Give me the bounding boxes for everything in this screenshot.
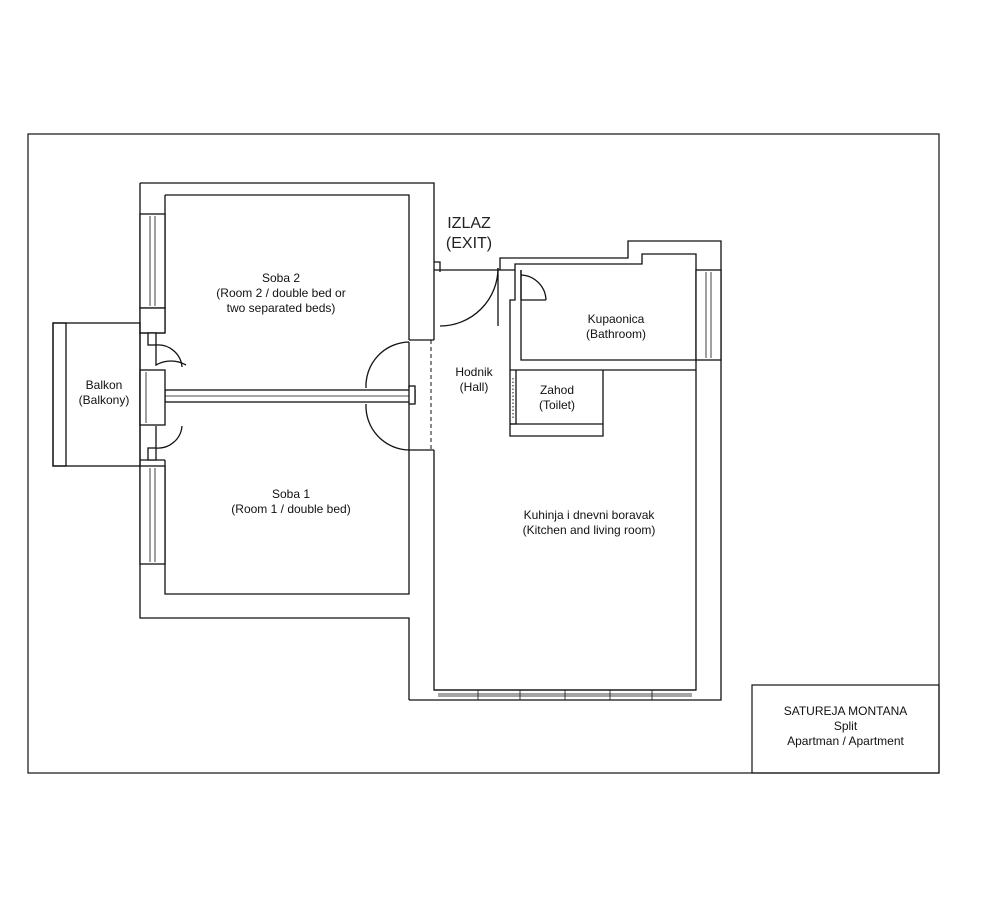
title-block-frame [751, 684, 940, 774]
room-desc-kupaonica: (Bathroom) [585, 327, 647, 341]
room-name-balkon: Balkon [85, 378, 123, 392]
exit-label-hr: IZLAZ [447, 215, 491, 232]
bedroom-walls [139, 182, 435, 700]
room-label-kupaonica: Kupaonica (Bathroom) [586, 312, 646, 342]
room-label-soba2: Soba 2 (Room 2 / double bed or two separ… [216, 271, 345, 316]
room-name-zahod: Zahod [539, 383, 575, 397]
balcony [52, 322, 141, 467]
room-desc-zahod: (Toilet) [538, 398, 576, 412]
exit-label: IZLAZ (EXIT) [446, 214, 492, 254]
room-desc-soba2-line1: (Room 2 / double bed or [216, 286, 346, 300]
room-desc-soba2-line2: two separated beds) [226, 301, 336, 315]
room-desc-hodnik: (Hall) [459, 380, 489, 394]
room-name-kuhinja: Kuhinja i dnevni boravak [523, 508, 655, 522]
room-name-soba1: Soba 1 [271, 487, 311, 501]
project-name: SATUREJA MONTANA [783, 704, 908, 718]
apartment-walls [409, 240, 722, 701]
exit-label-en: (EXIT) [445, 235, 493, 252]
room-desc-kuhinja: (Kitchen and living room) [522, 523, 656, 537]
room-desc-balkon: (Balkony) [78, 393, 130, 407]
project-type: Apartman / Apartment [787, 734, 904, 748]
room-name-soba2: Soba 2 [261, 271, 301, 285]
room-name-hodnik: Hodnik [455, 365, 493, 379]
room-label-soba1: Soba 1 (Room 1 / double bed) [231, 487, 350, 517]
room-label-kuhinja: Kuhinja i dnevni boravak (Kitchen and li… [523, 508, 656, 538]
room-label-hodnik: Hodnik (Hall) [455, 365, 492, 395]
bedroom-doors [155, 341, 410, 451]
project-city: Split [833, 719, 858, 733]
drawing-frame [27, 133, 940, 774]
room-label-balkon: Balkon (Balkony) [79, 378, 130, 408]
title-block: SATUREJA MONTANA Split Apartman / Apartm… [752, 704, 939, 749]
room-label-zahod: Zahod (Toilet) [539, 383, 575, 413]
room-name-kupaonica: Kupaonica [587, 312, 645, 326]
room-desc-soba1: (Room 1 / double bed) [231, 502, 351, 516]
